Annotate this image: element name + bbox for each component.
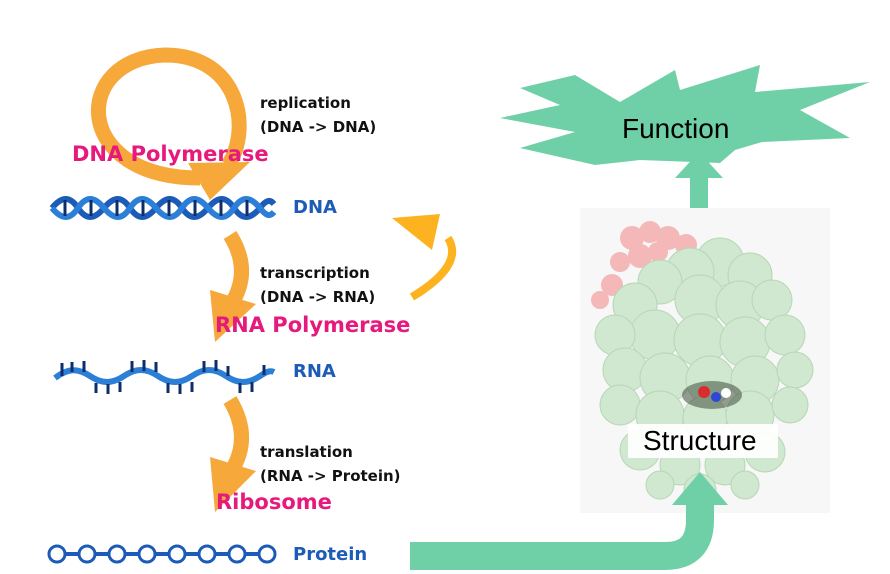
replication-label: replication [260,94,351,112]
replication-detail: (DNA -> DNA) [260,118,377,136]
protein-chain-icon [47,544,277,564]
translation-label: translation [260,443,353,461]
dna-label: DNA [293,197,337,218]
rna-strand-icon [53,360,276,394]
protein-label: Protein [293,544,368,565]
transcription-arrow [210,231,256,342]
active-site-icon [682,381,742,409]
rna-label: RNA [293,361,336,382]
translation-arrow [210,396,256,512]
dna-polymerase-label: DNA Polymerase [72,142,269,166]
function-starburst [500,65,870,165]
function-label: Function [622,113,730,144]
reverse-arrow [392,214,456,301]
replication-arrow [90,47,250,200]
ribosome-label: Ribosome [216,490,332,514]
structure-label-bg [628,424,778,458]
rna-polymerase-label: RNA Polymerase [215,313,411,337]
transcription-label: transcription [260,264,370,282]
translation-detail: (RNA -> Protein) [260,467,401,485]
protein-structure-image [580,208,830,513]
dna-helix-icon [49,196,277,220]
structure-label: Structure [643,425,757,456]
transcription-detail: (DNA -> RNA) [260,288,376,306]
protein-to-structure-arrow [410,472,728,570]
